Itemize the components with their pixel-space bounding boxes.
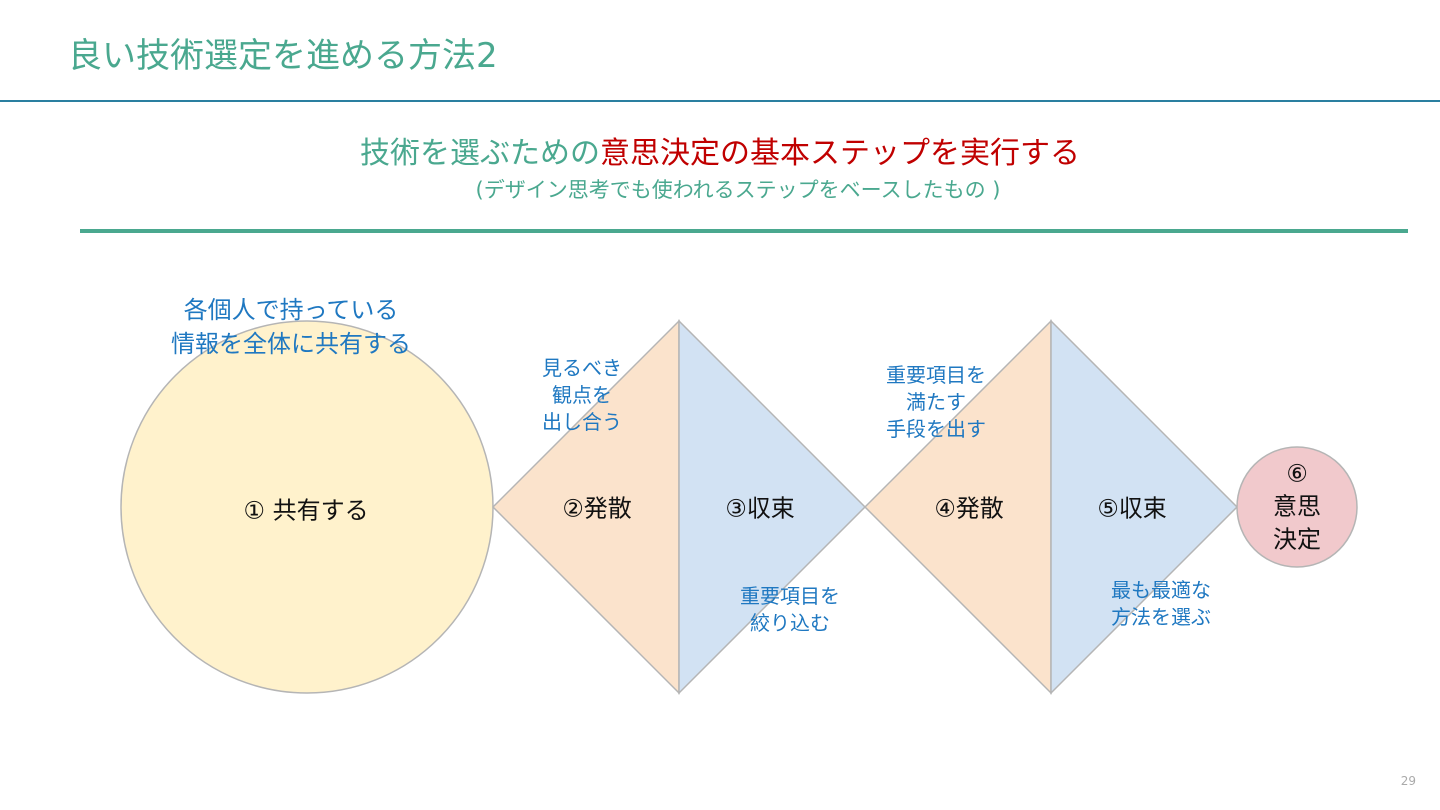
step-5-label: ⑤収束	[1097, 494, 1167, 523]
note-line: 観点を	[552, 383, 612, 407]
step-6-label: ⑥ 意思決定	[1273, 458, 1321, 557]
header-divider	[0, 100, 1440, 102]
note-converge-2: 最も最適な方法を選ぶ	[1111, 577, 1211, 631]
note-line: 各個人で持っている	[183, 296, 399, 324]
note-line: 最も最適な	[1111, 578, 1211, 602]
note-line: 方法を選ぶ	[1111, 605, 1211, 629]
converge-triangle-1	[678, 319, 867, 695]
subtitle-part1: 技術を選ぶための	[360, 136, 600, 171]
note-converge-1: 重要項目を絞り込む	[740, 583, 840, 637]
subtitle-highlight: 意思決定の基本ステップを実行する	[600, 136, 1080, 171]
note-line: 重要項目を	[740, 584, 840, 608]
note-line: 出し合う	[542, 410, 622, 434]
note-line: 手段を出す	[886, 417, 986, 441]
note-line: 満たす	[906, 390, 966, 414]
step-6-line1: 意思	[1273, 492, 1321, 521]
note-line: 見るべき	[542, 356, 622, 380]
converge-triangle-2	[1050, 319, 1239, 695]
step-2-label: ②発散	[562, 494, 632, 523]
step-3-label: ③収束	[725, 494, 795, 523]
note-line: 絞り込む	[750, 611, 830, 635]
note-line: 重要項目を	[886, 363, 986, 387]
step-1-label: ① 共有する	[243, 496, 369, 525]
note-diverge-2: 重要項目を満たす手段を出す	[886, 362, 986, 443]
note-line: 情報を全体に共有する	[171, 330, 411, 358]
note-diverge-1: 見るべき観点を出し合う	[542, 355, 622, 436]
step-6-line2: 決定	[1273, 525, 1321, 554]
decision-circle	[1236, 446, 1358, 568]
step-4-label: ④発散	[934, 494, 1004, 523]
subtitle-note: (デザイン思考でも使われるステップをベースしたもの )	[475, 178, 1001, 202]
step-6-number: ⑥	[1286, 459, 1308, 488]
page-number: 29	[1400, 774, 1416, 788]
subtitle: 技術を選ぶための意思決定の基本ステップを実行する	[0, 128, 1440, 172]
section-divider	[80, 229, 1408, 233]
slide-title: 良い技術選定を進める方法2	[68, 36, 498, 76]
note-share: 各個人で持っている情報を全体に共有する	[171, 293, 411, 361]
